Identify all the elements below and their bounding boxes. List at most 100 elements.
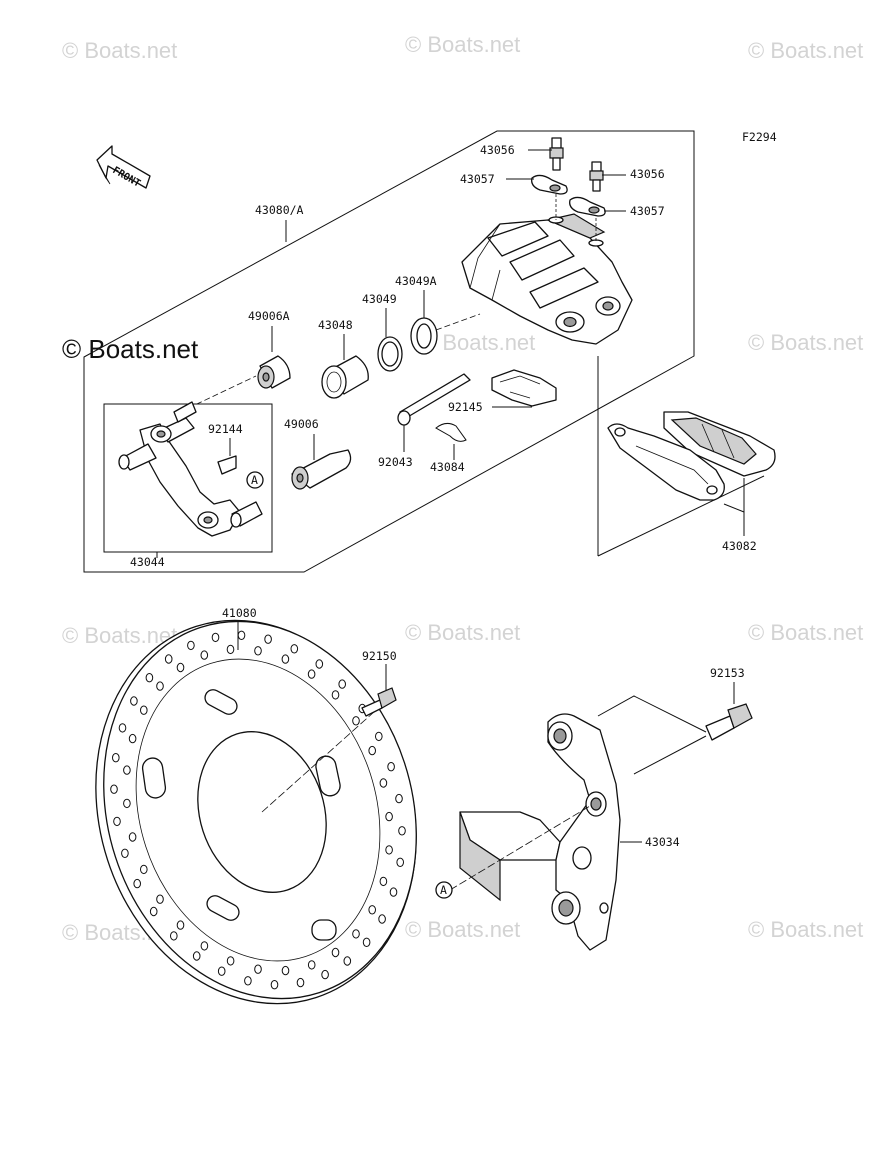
disc-hole bbox=[387, 762, 395, 772]
disc-hole bbox=[217, 966, 226, 976]
disc-hole bbox=[281, 654, 290, 664]
disc-hole bbox=[315, 659, 324, 669]
disc-hole bbox=[121, 848, 129, 858]
callout-43049A: 43049A bbox=[395, 274, 437, 288]
disc-hole bbox=[385, 811, 393, 822]
bracket-subframe bbox=[103, 403, 273, 553]
disc-hole bbox=[375, 731, 383, 742]
disc-hole bbox=[192, 951, 201, 961]
disc-hole bbox=[211, 632, 220, 643]
disc-hole bbox=[112, 753, 120, 763]
watermark: © Boats.net bbox=[748, 38, 863, 63]
disc-hole bbox=[118, 723, 127, 733]
disc-hole bbox=[389, 887, 398, 897]
disc-hole bbox=[343, 956, 352, 966]
callout-43049: 43049 bbox=[362, 292, 397, 306]
bolt-92150 bbox=[361, 687, 397, 717]
marker-a-upper bbox=[246, 471, 264, 489]
callout-43082: 43082 bbox=[722, 539, 757, 553]
disc-hole bbox=[396, 857, 405, 867]
disc-hole bbox=[290, 644, 299, 654]
disc-hole bbox=[385, 845, 393, 855]
boot-49006A bbox=[257, 355, 291, 389]
watermark: © Boats.net bbox=[62, 623, 177, 648]
disc-hole bbox=[140, 864, 148, 875]
disc-hole bbox=[270, 980, 279, 990]
disc-hole bbox=[254, 964, 262, 974]
clip-92144 bbox=[217, 455, 237, 475]
disc-hole bbox=[307, 960, 316, 970]
dust-seal-43049A bbox=[410, 317, 438, 355]
disc-hole bbox=[281, 965, 290, 976]
watermark-main: © Boats.net bbox=[62, 334, 199, 364]
cotter-43084 bbox=[435, 422, 467, 442]
front-arrow-icon: FRONT bbox=[96, 145, 151, 190]
disc-hole bbox=[352, 716, 360, 726]
bolt-92153 bbox=[705, 703, 753, 741]
disc-hole bbox=[296, 977, 305, 988]
disc-hole bbox=[244, 976, 252, 986]
disc-hole bbox=[331, 947, 340, 958]
callout-41080: 41080 bbox=[222, 606, 257, 620]
disc-hole bbox=[254, 646, 262, 656]
pad-spring-92145 bbox=[491, 369, 557, 407]
pin-92043 bbox=[397, 373, 471, 426]
piston-seal-43049 bbox=[377, 336, 403, 372]
watermark: © Boats.net bbox=[748, 917, 863, 942]
disc-hole bbox=[130, 696, 138, 706]
disc-hole bbox=[368, 905, 377, 915]
boot-49006 bbox=[291, 449, 352, 490]
bleeder-screw-left bbox=[549, 137, 564, 171]
disc-hole bbox=[133, 878, 141, 889]
marker-a-lower bbox=[435, 881, 453, 899]
callout-43056: 43056 bbox=[480, 143, 515, 157]
disc-hole bbox=[113, 816, 121, 827]
callout-92150: 92150 bbox=[362, 649, 397, 663]
disc-hole bbox=[226, 956, 235, 966]
disc-holes bbox=[110, 630, 406, 990]
disc-hole bbox=[321, 969, 329, 980]
assembly-frame bbox=[83, 130, 695, 573]
callout-49006: 49006 bbox=[284, 417, 319, 431]
disc-hole bbox=[338, 679, 347, 689]
disc-hole bbox=[170, 931, 178, 941]
disc-hole bbox=[164, 654, 173, 664]
disc-hole bbox=[110, 784, 118, 794]
disc-hole bbox=[176, 662, 185, 673]
bleeder-cap-left bbox=[531, 174, 568, 195]
callout-43044: 43044 bbox=[130, 555, 165, 569]
bleeder-screw-right bbox=[589, 161, 604, 192]
marker-a-lower-label: A bbox=[440, 883, 447, 897]
marker-a-upper-label: A bbox=[251, 473, 258, 487]
callout-43048: 43048 bbox=[318, 318, 353, 332]
callout-43080A: 43080/A bbox=[255, 203, 304, 217]
watermark: © Boats.net bbox=[62, 38, 177, 63]
disc-hole bbox=[264, 634, 272, 644]
brake-pad-front bbox=[607, 423, 725, 501]
disc-hole bbox=[140, 705, 148, 715]
brake-pad-rear bbox=[663, 411, 776, 477]
callout-92144: 92144 bbox=[208, 422, 243, 436]
callout-43057: 43057 bbox=[630, 204, 665, 218]
watermark: © Boats.net bbox=[420, 330, 535, 355]
disc-hole bbox=[128, 733, 137, 744]
callout-43084: 43084 bbox=[430, 460, 465, 474]
disc-hole bbox=[307, 669, 316, 679]
disc-hole bbox=[156, 681, 164, 691]
caliper-bracket-43034 bbox=[459, 713, 621, 951]
bleeder-cap-right bbox=[569, 196, 606, 217]
caliper-body bbox=[461, 213, 633, 345]
piston-43048 bbox=[321, 355, 369, 399]
disc-hole bbox=[156, 894, 164, 904]
disc-hole bbox=[331, 690, 340, 700]
disc-hole bbox=[200, 941, 209, 951]
disc-hole bbox=[149, 906, 158, 917]
callout-43034: 43034 bbox=[645, 835, 680, 849]
disc-hole bbox=[145, 673, 154, 683]
caliper-bracket-43044 bbox=[118, 401, 263, 537]
callout-92153: 92153 bbox=[710, 666, 745, 680]
disc-hole bbox=[187, 640, 195, 651]
disc-hole bbox=[226, 644, 235, 655]
disc-hole bbox=[378, 914, 386, 924]
